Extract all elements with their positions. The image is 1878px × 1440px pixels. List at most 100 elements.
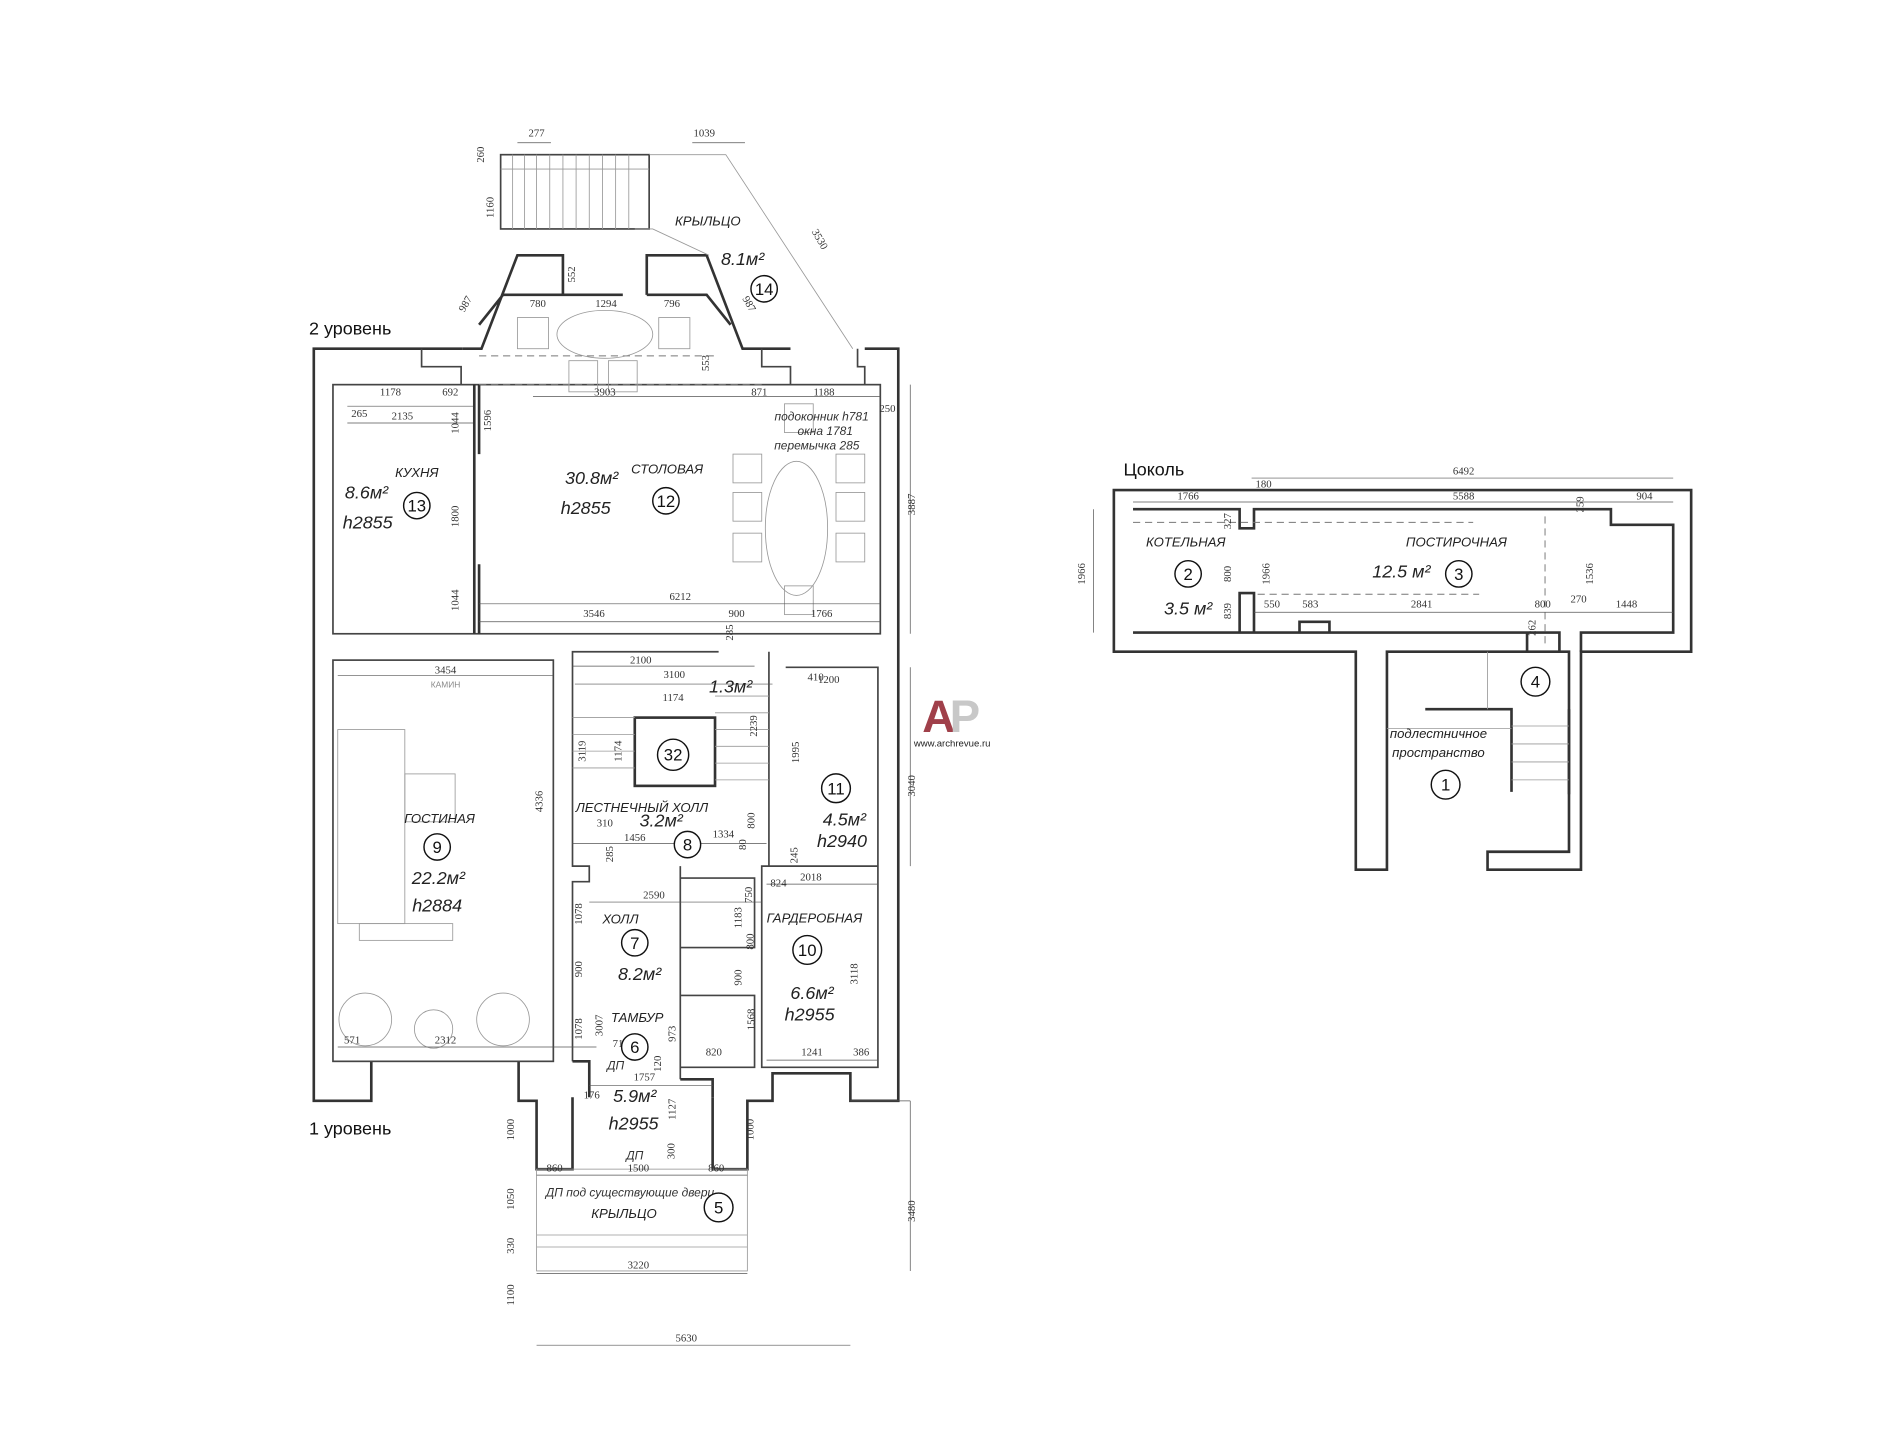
dimension-label: 900 xyxy=(729,608,745,620)
room-number: 11 xyxy=(827,779,844,798)
dimension-label: 270 xyxy=(1570,594,1586,606)
room-name: подлестничное xyxy=(1390,726,1487,741)
door-note: ДП под существующие двери xyxy=(544,1186,715,1200)
dimension-label: 1183 xyxy=(732,907,744,928)
room-name: ХОЛЛ xyxy=(601,912,639,927)
dimension-label: 3546 xyxy=(583,608,605,620)
dimension-label: 180 xyxy=(1255,479,1271,491)
sill-note: подоконник h781 xyxy=(774,410,868,424)
room-9: ГОСТИНАЯ 9 22.2м² h2884 xyxy=(404,811,475,916)
dimension-label: 1456 xyxy=(624,832,646,844)
dimension-label: 5630 xyxy=(676,1333,698,1345)
room-8: ЛЕСТНЕЧНЫЙ ХОЛЛ 3.2м² 8 xyxy=(575,799,709,859)
dimension-label: 2100 xyxy=(630,655,652,667)
dimension-label: 800 xyxy=(1222,566,1234,582)
dimension-label: 1127 xyxy=(667,1098,679,1120)
dimension-label: 824 xyxy=(770,877,787,889)
dimension-label: 800 xyxy=(744,933,756,949)
room-name: КРЫЛЬЦО xyxy=(591,1206,657,1221)
dimension-label: 3530 xyxy=(809,227,830,252)
dimension-label: 259 xyxy=(1574,496,1586,512)
room-name: ТАМБУР xyxy=(611,1010,664,1025)
level-1-title: 1 уровень xyxy=(309,1118,391,1138)
dimension-label: 550 xyxy=(1264,598,1280,610)
dimension-label: 860 xyxy=(546,1163,562,1175)
room-area: 5.9м² xyxy=(613,1086,657,1106)
dimension-label: 4336 xyxy=(534,790,546,812)
dimension-label: 796 xyxy=(664,298,681,310)
closets xyxy=(679,866,756,1080)
dimension-label: 260 xyxy=(475,147,487,163)
dimension-label: 900 xyxy=(732,969,744,985)
porch-edge xyxy=(634,154,854,349)
room-13: КУХНЯ 8.6м² h2855 13 xyxy=(343,465,439,533)
room-area: 1.3м² xyxy=(709,676,753,696)
dining-table xyxy=(764,460,829,596)
dimension-label: 871 xyxy=(751,386,767,398)
room-number: 7 xyxy=(630,934,639,953)
room-14: КРЫЛЬЦО 8.1м² 14 xyxy=(675,213,779,303)
room-area: 3.5 м² xyxy=(1164,599,1213,619)
room-number: 14 xyxy=(755,280,774,299)
dimension-label: 1000 xyxy=(744,1119,756,1141)
room-11: 11 4.5м² h2940 xyxy=(817,773,867,851)
level-2-title: 2 уровень xyxy=(309,318,391,338)
dimension-label: 2018 xyxy=(800,871,822,883)
dimension-label: 176 xyxy=(584,1089,601,1101)
logo: A P www.archrevue.ru xyxy=(913,691,991,749)
dimension-label: 1294 xyxy=(595,298,617,310)
dimension-label: 285 xyxy=(604,846,616,862)
dimension-label: 5588 xyxy=(1453,491,1475,503)
dimension-label: 80 xyxy=(737,839,749,850)
dimension-label: 2590 xyxy=(643,889,665,901)
room-32: 1.3м² 32 xyxy=(656,676,753,772)
dimension-label: 1044 xyxy=(450,589,462,611)
dimension-label: 839 xyxy=(1222,603,1234,619)
dimension-label: 1050 xyxy=(505,1188,517,1210)
dimension-label: 583 xyxy=(1302,598,1318,610)
dimension-label: 250 xyxy=(879,403,895,415)
room-name: ЛЕСТНЕЧНЫЙ ХОЛЛ xyxy=(575,799,709,815)
dimension-label: 327 xyxy=(1222,512,1234,529)
chairs xyxy=(516,317,866,616)
dimension-label: 1241 xyxy=(801,1046,823,1058)
room-height: h2855 xyxy=(561,498,612,518)
room-2: КОТЕЛЬНАЯ 2 3.5 м² xyxy=(1146,534,1226,618)
room-name: ГОСТИНАЯ xyxy=(404,811,475,826)
dimension-label: 800 xyxy=(1535,598,1551,610)
dimension-label: 820 xyxy=(706,1046,722,1058)
porch-steps xyxy=(536,1168,748,1272)
dimension-label: 750 xyxy=(743,887,755,903)
room-area: 4.5м² xyxy=(823,809,867,829)
dimension-label: 1500 xyxy=(628,1163,650,1175)
room-1: подлестничное пространство 1 xyxy=(1390,726,1487,800)
room-name: КРЫЛЬЦО xyxy=(675,213,741,228)
room-area: 12.5 м² xyxy=(1372,561,1431,581)
stair-core xyxy=(633,716,717,788)
dimension-label: 2135 xyxy=(392,410,414,422)
room-name: СТОЛОВАЯ xyxy=(631,461,703,476)
room-10: ГАРДЕРОБНАЯ 10 6.6м² h2955 xyxy=(767,910,863,1024)
basement-treads xyxy=(1386,651,1569,781)
dimension-label: 1100 xyxy=(505,1284,517,1305)
dimension-label: 285 xyxy=(724,624,736,640)
basement-outer-wall xyxy=(1112,488,1693,872)
tambur-walls xyxy=(572,1060,714,1098)
dimension-label: 245 xyxy=(789,847,801,863)
dimension-label: 3454 xyxy=(435,664,457,676)
dimension-label: 1596 xyxy=(482,409,494,431)
dimension-label: 2312 xyxy=(435,1034,457,1046)
stairs-porch xyxy=(499,153,650,230)
room-number: 12 xyxy=(657,492,676,511)
dp-label-2: ДП xyxy=(624,1149,643,1163)
dimension-label: 1160 xyxy=(484,197,496,218)
beam-line xyxy=(479,355,767,386)
sofa xyxy=(337,729,530,1049)
dimension-label: 692 xyxy=(442,386,458,398)
dimension-label: 2841 xyxy=(1411,598,1433,610)
room-height: h2955 xyxy=(785,1005,836,1025)
dimension-lines xyxy=(337,142,1674,1346)
room-number: 2 xyxy=(1183,565,1192,584)
room-5: КРЫЛЬЦО 5 xyxy=(591,1192,734,1223)
